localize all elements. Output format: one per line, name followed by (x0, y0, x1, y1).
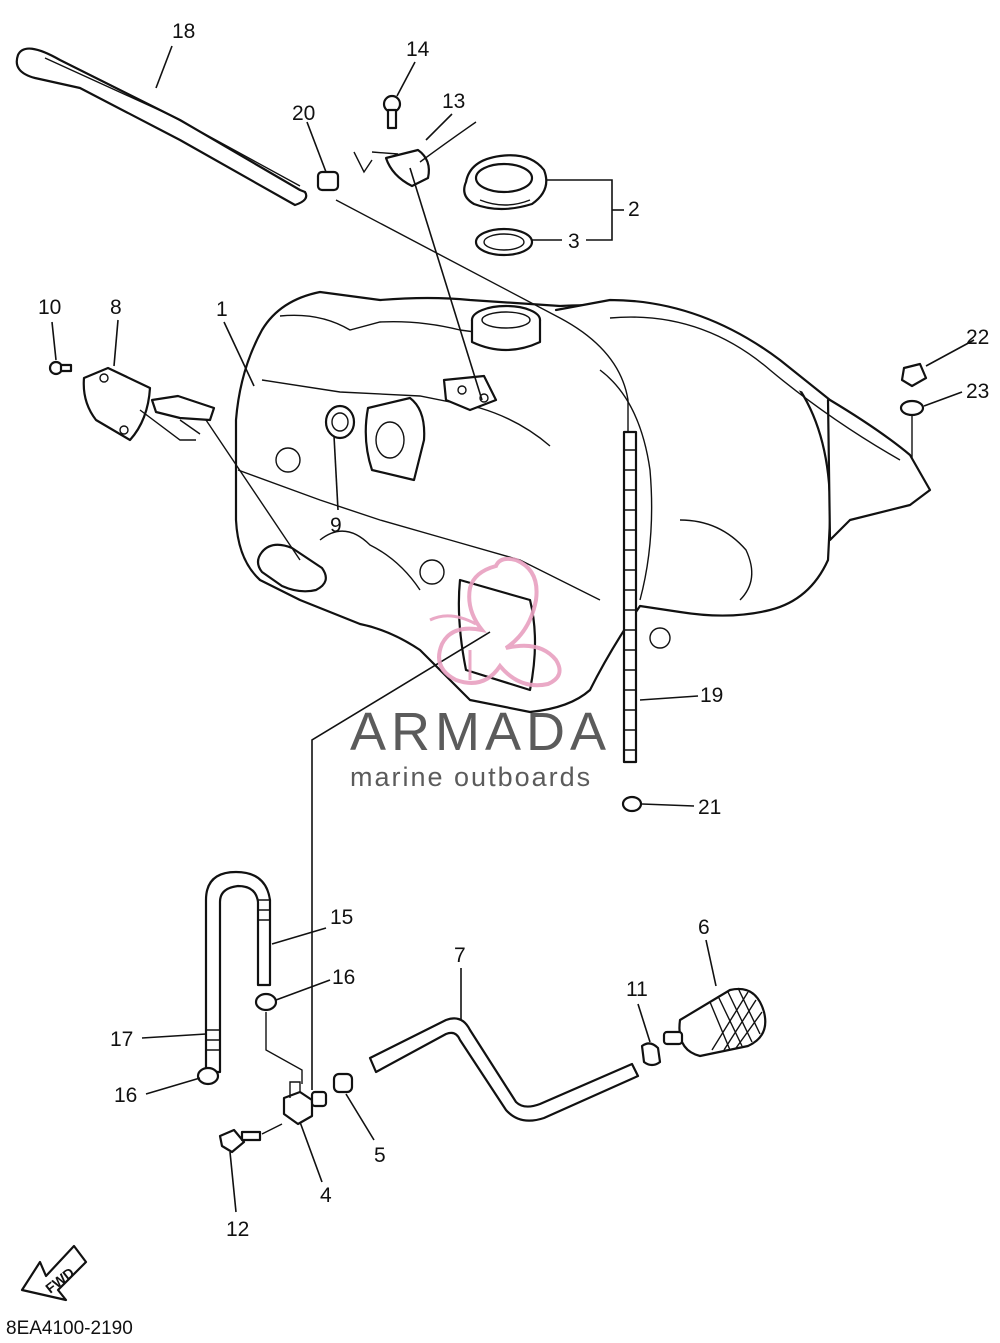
callout-19: 19 (700, 684, 723, 707)
callout-16-upper: 16 (332, 966, 355, 989)
fuel-cap-2 (463, 154, 548, 211)
fuel-hose-7 (368, 1017, 640, 1122)
screw-10 (48, 360, 73, 376)
callout-5: 5 (374, 1144, 386, 1167)
bolt-14 (382, 94, 402, 130)
callout-2: 2 (628, 198, 640, 221)
callout-4: 4 (320, 1184, 332, 1207)
clamp-20 (316, 170, 340, 192)
bolt-12 (218, 1123, 283, 1154)
armada-watermark: ARMADA marine outboards (350, 556, 611, 792)
clamp-16-upper (254, 992, 278, 1012)
callout-14: 14 (406, 38, 430, 61)
breather-hose-18 (15, 47, 308, 207)
armada-logo-icon (429, 556, 562, 688)
breather-joint-13 (353, 121, 477, 188)
callout-11: 11 (626, 978, 648, 1001)
leader-lines (51, 45, 975, 1213)
callout-3: 3 (568, 230, 580, 253)
gasket-3 (474, 227, 534, 257)
nut-22 (900, 362, 928, 388)
callout-10: 10 (38, 296, 61, 319)
vent-hose-19 (335, 199, 638, 764)
callout-21: 21 (698, 796, 721, 819)
callout-13: 13 (442, 90, 465, 113)
clip-11 (640, 1042, 662, 1067)
fuel-cock-4 (265, 1012, 328, 1126)
callout-16-lower: 16 (114, 1084, 137, 1107)
watermark-brand: ARMADA (350, 702, 611, 762)
fuel-filter-6 (662, 987, 767, 1058)
fuel-hose-15-17 (204, 870, 272, 1074)
joint-5 (332, 1072, 354, 1094)
clip-21 (621, 795, 643, 813)
callout-8: 8 (110, 296, 122, 319)
callout-9: 9 (330, 514, 342, 537)
fuel-tank-1 (234, 290, 932, 714)
fwd-direction-arrow: FWD (20, 1244, 88, 1302)
watermark-tagline: marine outboards (350, 762, 592, 792)
callout-22: 22 (966, 326, 989, 349)
callout-17: 17 (110, 1028, 133, 1051)
callout-20: 20 (292, 102, 315, 125)
washer-23 (899, 399, 925, 417)
callout-6: 6 (698, 916, 710, 939)
callout-15: 15 (330, 906, 353, 929)
callout-1: 1 (216, 298, 228, 321)
grommet-9 (324, 404, 356, 440)
callout-7: 7 (454, 944, 466, 967)
clamp-16-lower (196, 1066, 220, 1086)
callout-18: 18 (172, 20, 195, 43)
callout-12: 12 (226, 1218, 249, 1241)
diagram-code: 8EA4100-2190 (6, 1318, 133, 1339)
fuel-gauge-8 (82, 366, 301, 561)
callout-23: 23 (966, 380, 989, 403)
